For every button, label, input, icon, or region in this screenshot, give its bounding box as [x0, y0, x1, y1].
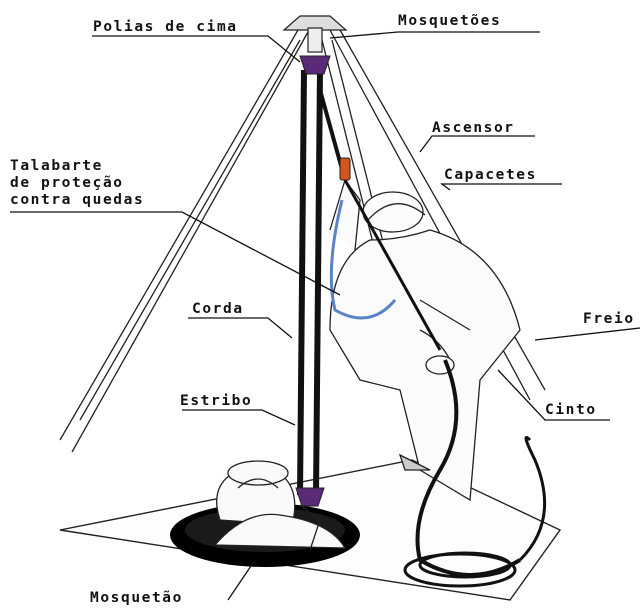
- label-capacetes: Capacetes: [444, 167, 537, 184]
- label-cinto: Cinto: [545, 402, 597, 419]
- label-mosquetao: Mosquetão: [90, 590, 183, 607]
- label-corda: Corda: [192, 301, 244, 318]
- label-freio: Freio: [583, 311, 635, 328]
- label-mosquetoes: Mosquetões: [398, 13, 501, 30]
- ascender: [340, 158, 350, 180]
- label-talabarte-line1: Talabarte: [10, 158, 144, 175]
- tripod-head: [284, 16, 346, 52]
- label-estribo: Estribo: [180, 393, 252, 410]
- label-polias-de-cima: Polias de cima: [93, 19, 238, 36]
- standing-worker: [330, 180, 520, 500]
- label-ascensor: Ascensor: [432, 120, 515, 137]
- label-talabarte: Talabarte de proteção contra quedas: [10, 158, 144, 209]
- label-talabarte-line2: de proteção: [10, 175, 144, 192]
- label-talabarte-line3: contra quedas: [10, 192, 144, 209]
